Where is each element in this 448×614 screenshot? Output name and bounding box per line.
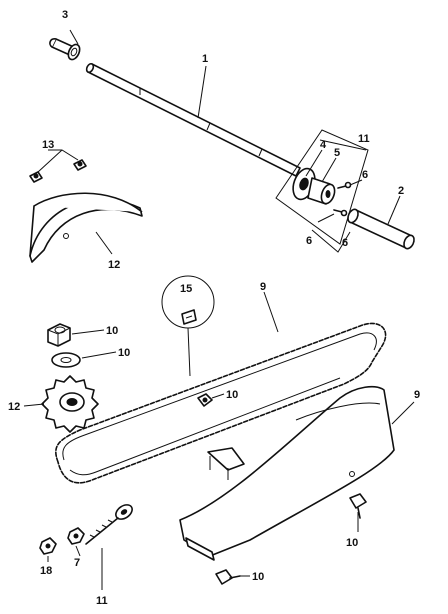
callout-1: 1: [202, 53, 208, 65]
leader-16: [95, 231, 113, 255]
callout-5: 5: [334, 147, 340, 159]
leader-17: [37, 149, 79, 173]
part-16-chain-guard: [29, 192, 143, 263]
callout-6-right: 6: [342, 237, 348, 249]
callout-18: 18: [40, 565, 52, 577]
callout-14: 10: [106, 325, 118, 337]
part-1-drive-shaft: [85, 62, 301, 177]
part-3-bushing: [49, 38, 81, 61]
leader-10a: [211, 393, 225, 399]
callout-12: 12: [8, 401, 20, 413]
part-10-bolt-upper: [197, 393, 213, 407]
callout-6-left: 6: [306, 235, 312, 247]
leader-2: [387, 195, 401, 225]
callout-3: 3: [62, 9, 68, 21]
part-9-chain-cover: [179, 385, 395, 561]
leader-12: [23, 403, 45, 407]
callout-11: 11: [96, 595, 108, 607]
part-11-eye-bolt: [85, 504, 133, 545]
leader-8: [263, 291, 279, 333]
leader-7: [75, 545, 81, 557]
callout-8: 9: [260, 281, 266, 293]
callout-15: 11: [358, 133, 370, 145]
callout-10-chain-bolt: 10: [226, 389, 238, 401]
part-10-bolt-lower: [215, 569, 241, 585]
leader-6bc: [311, 229, 351, 253]
part-18-nut: [39, 537, 57, 555]
leader-9: [391, 401, 415, 425]
callout-16: 12: [108, 259, 120, 271]
callout-17: 13: [42, 139, 54, 151]
callout-4: 4: [320, 139, 327, 151]
part-8-roller-chain: [55, 322, 387, 484]
callout-10-lower-bolt: 10: [252, 571, 264, 583]
callout-2: 2: [398, 185, 404, 197]
part-14-hex-nut: [47, 323, 71, 347]
part-15-hub-assembly: [275, 129, 369, 245]
callout-10-cover-bolt: 10: [346, 537, 358, 549]
leader-6-link: [317, 213, 335, 223]
callout-19: 15: [180, 283, 192, 295]
part-10-bolt-right: [349, 493, 367, 519]
leader-19: [187, 327, 191, 377]
leader-1: [197, 65, 207, 119]
leader-3: [69, 29, 79, 45]
part-2-shaft-sleeve: [347, 208, 415, 250]
part-13-washer: [51, 352, 81, 368]
callout-13: 10: [118, 347, 130, 359]
part-12-drive-sprocket: [41, 375, 99, 433]
leader-4: [305, 149, 323, 177]
leader-6a: [349, 179, 363, 186]
leader-14: [71, 329, 105, 335]
part-7-nut: [67, 527, 85, 545]
callout-7: 7: [74, 557, 80, 569]
callout-9-chain-cover-visible: 9: [414, 389, 420, 401]
leader-13: [81, 351, 117, 359]
callout-6-top: 6: [362, 169, 368, 181]
part-17-bolts: [29, 159, 87, 183]
leader-5: [321, 157, 337, 183]
